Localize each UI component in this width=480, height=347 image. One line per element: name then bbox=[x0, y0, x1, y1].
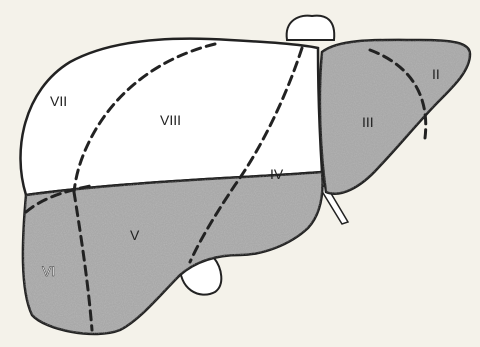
hepatic-vessel bbox=[287, 16, 335, 40]
segment-label-vi: VI bbox=[42, 263, 55, 279]
segment-label-ii: II bbox=[432, 66, 440, 82]
segment-label-v: V bbox=[130, 227, 140, 243]
segment-label-vii: VII bbox=[50, 93, 67, 109]
left-lobe-texture bbox=[320, 40, 470, 194]
segment-label-iii: III bbox=[362, 114, 374, 130]
segment-label-viii: VIII bbox=[160, 112, 181, 128]
segment-label-iv: IV bbox=[270, 166, 284, 182]
shaded-lower-texture bbox=[23, 172, 323, 334]
